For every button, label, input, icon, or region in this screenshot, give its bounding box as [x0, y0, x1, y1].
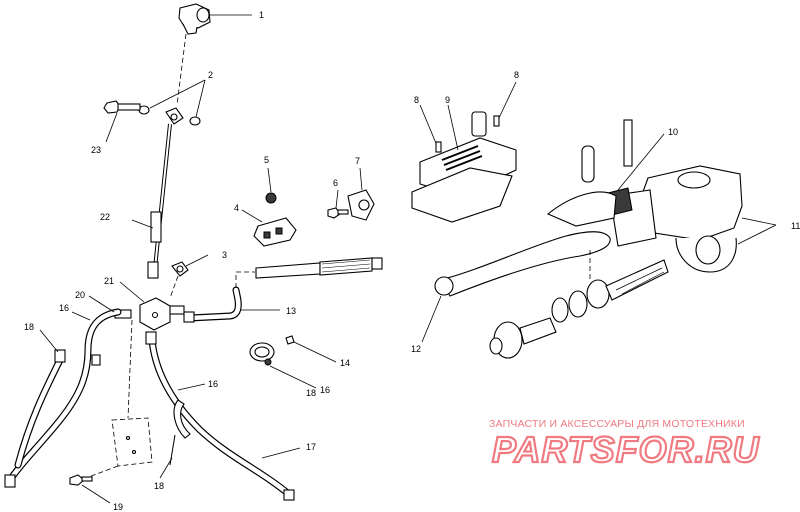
part-washers: [138, 105, 201, 126]
watermark-logo-text: PARTSFOR.RU: [492, 429, 760, 470]
callout-19: 19: [113, 502, 123, 512]
callout-16-lower-right: 16: [208, 379, 218, 389]
part-cover-screws: [435, 115, 500, 153]
watermark-tagline: ЗАПЧАСТИ И АКСЕССУАРЫ ДЛЯ МОТОТЕХНИКИ: [489, 418, 745, 430]
callout-7: 7: [355, 156, 360, 166]
part-brake-line-upper: [147, 107, 184, 279]
part-clamp-7: [347, 189, 375, 221]
callout-5: 5: [264, 155, 269, 165]
callout-6: 6: [333, 178, 338, 188]
callout-11: 11: [791, 221, 800, 231]
part-screw-19: [69, 474, 93, 486]
callout-16-ring: 16: [320, 385, 330, 395]
part-piston-assembly: [489, 259, 669, 359]
part-master-cylinder: [581, 119, 743, 273]
part-threaded-line: [255, 257, 383, 279]
callout-23: 23: [91, 145, 101, 155]
part-reservoir-cover: [411, 111, 517, 223]
callout-14: 14: [340, 358, 350, 368]
callout-4: 4: [234, 203, 239, 213]
callout-3: 3: [222, 250, 227, 260]
part-ring-clamp: [249, 335, 295, 366]
part-bracket-plate: [111, 417, 153, 467]
callout-18-left: 18: [24, 322, 34, 332]
watermark-logo: PARTSFOR.RU: [491, 428, 760, 470]
callout-13: 13: [286, 306, 296, 316]
part-junction-block: [114, 297, 185, 331]
part-nut-5: [265, 192, 277, 204]
part-screw-6: [327, 207, 349, 219]
callout-21: 21: [104, 276, 114, 286]
callout-8-right: 8: [514, 70, 519, 80]
callout-2: 2: [208, 70, 213, 80]
part-brake-lever: [434, 191, 617, 297]
callout-22: 22: [100, 212, 110, 222]
callout-20: 20: [75, 290, 85, 300]
callout-8-left: 8: [414, 95, 419, 105]
callout-10: 10: [668, 127, 678, 137]
part-bolt-23: [103, 100, 141, 114]
callout-18-bottom: 18: [154, 481, 164, 491]
part-clip-4: [253, 217, 297, 247]
part-brake-line-13: [183, 286, 242, 323]
part-banjo-cap: [178, 3, 211, 35]
callout-18-ring: 18: [306, 388, 316, 398]
callout-1: 1: [259, 10, 264, 20]
callout-labels: 1 2 3 4 5 6 7 8 8 9 10 11 12 13 14 16 16…: [24, 10, 800, 512]
callout-12: 12: [411, 344, 421, 354]
callout-9: 9: [445, 95, 450, 105]
callout-17: 17: [306, 442, 316, 452]
part-fitting-3: [171, 261, 189, 277]
callout-16-upper-left: 16: [59, 303, 69, 313]
part-hose-right: [145, 331, 295, 501]
part-hose-left: [4, 308, 122, 488]
